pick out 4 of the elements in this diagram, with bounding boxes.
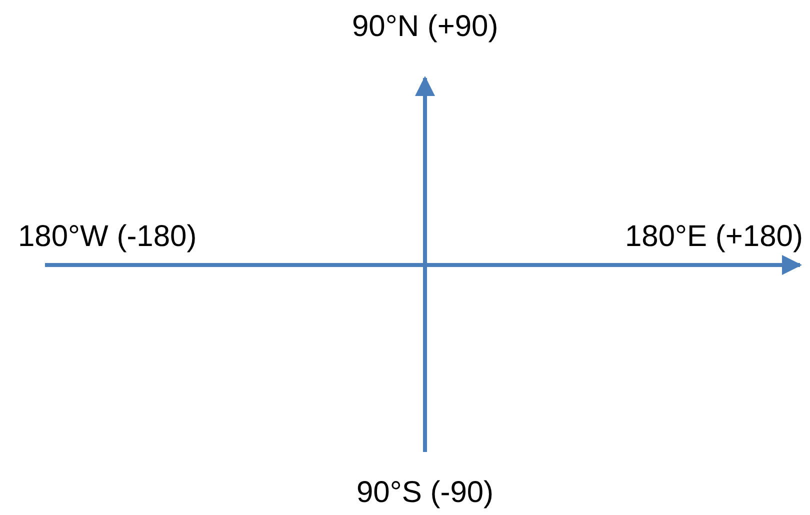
axis-label: 180°E (+180) <box>625 220 803 254</box>
axis-label: 180°W (-180) <box>18 220 197 254</box>
axis-label: 90°N (+90) <box>352 10 498 44</box>
axis-label: 90°S (-90) <box>356 476 494 510</box>
